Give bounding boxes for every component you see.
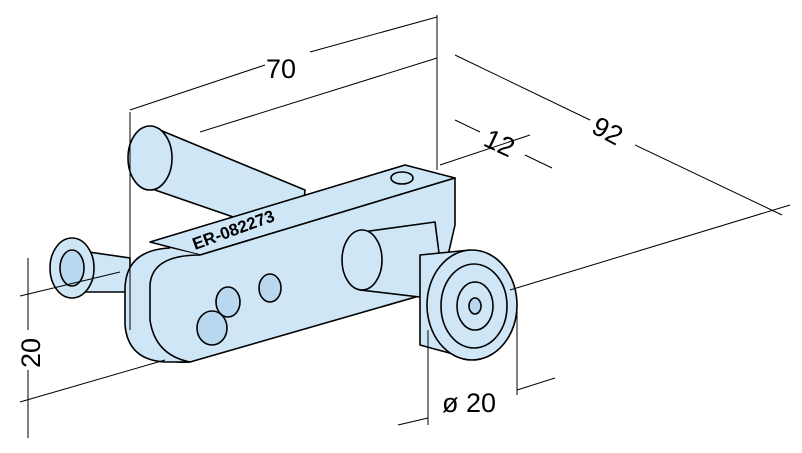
dim-height-20: 20 [16, 338, 46, 368]
main-bar: ER-082273 [124, 164, 456, 363]
dim-diameter-20: ø 20 [442, 388, 496, 418]
dim-70: 70 [266, 54, 296, 84]
left-knob [49, 237, 131, 299]
dim-12: 12 [479, 123, 519, 163]
right-roller [341, 221, 518, 361]
dim-92: 92 [587, 111, 628, 152]
